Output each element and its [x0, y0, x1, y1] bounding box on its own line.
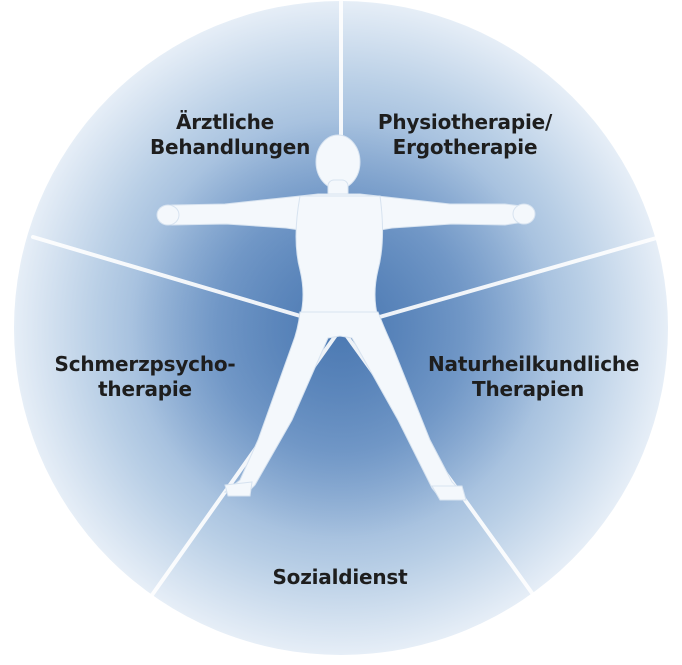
segment-label-naturheilkundliche-therapien: Naturheilkundliche Therapien [428, 352, 640, 402]
segment-label-sozialdienst: Sozialdienst [255, 565, 425, 590]
segment-label-aerztliche-behandlungen: Ärztliche Behandlungen [150, 110, 311, 160]
segment-label-line: Ergotherapie [392, 135, 538, 159]
segment-label-schmerzpsychotherapie: Schmerzpsycho- therapie [45, 352, 245, 402]
segment-label-line: Ärztliche [175, 110, 275, 134]
segment-label-line: Sozialdienst [272, 565, 408, 589]
divider-right [339, 235, 662, 330]
segment-label-line: Behandlungen [150, 135, 311, 159]
segment-label-line: Physiotherapie/ [377, 110, 553, 134]
divider-left [31, 235, 343, 330]
segment-label-line: therapie [98, 377, 192, 401]
segment-label-line: Naturheilkundliche [428, 352, 640, 376]
segment-label-physiotherapie: Physiotherapie/ Ergotherapie [365, 110, 565, 160]
human-figure-icon [156, 134, 536, 501]
segment-label-line: Schmerzpsycho- [54, 352, 236, 376]
segment-label-line: Therapien [472, 377, 584, 401]
